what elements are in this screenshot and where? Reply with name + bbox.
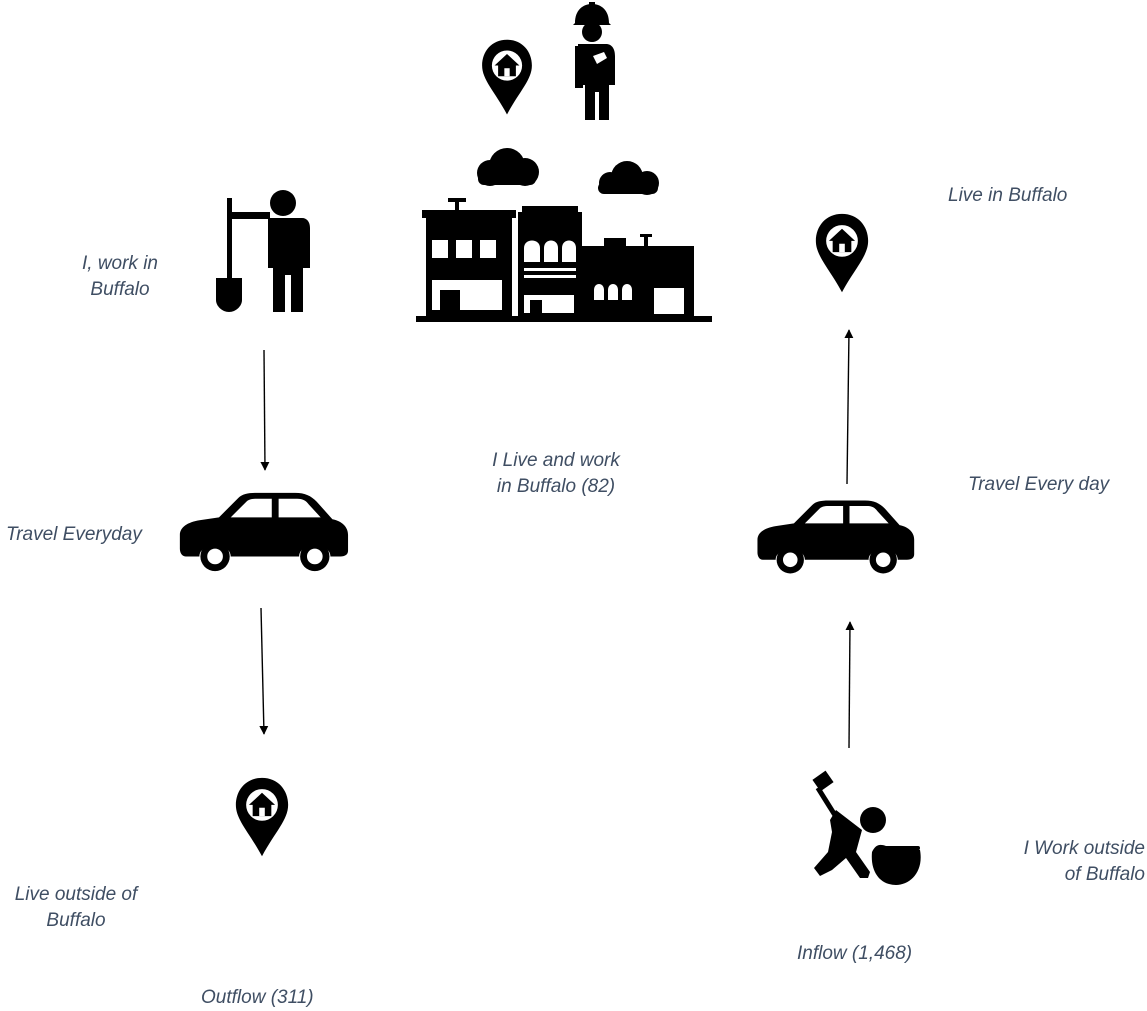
live-outside-line2: Buffalo [46,910,106,931]
work-outside-line1: I Work outside [1023,838,1145,859]
work-in-line2: Buffalo [90,279,150,299]
travel-everyday-label: Travel Everyday [6,524,142,545]
arrow-work-to-car [845,621,855,749]
hammer-worker-icon [812,770,921,885]
work-in-line1: I, work in [81,253,159,274]
shovel-worker-icon [216,190,310,312]
live-outside-label: Live outside of Buffalo [0,882,152,934]
work-outside-line2: of Buffalo [1064,864,1145,885]
arrow-car-to-home [259,607,269,735]
live-in-label: Live in Buffalo [948,185,1068,206]
live-and-work-label: I Live and work in Buffalo (82) [466,448,646,500]
live-and-work-line1: I Live and work [492,450,620,471]
work-in-label: I, work in Buffalo [40,251,200,299]
live-and-work-line2: in Buffalo (82) [496,476,616,497]
car-icon [179,492,349,572]
clouds-icon [477,148,659,195]
home-location-pin-icon [482,39,532,115]
construction-worker-icon [573,2,615,120]
car-icon [757,500,915,574]
live-outside-line1: Live outside of [14,884,138,905]
flow-arrows [259,329,855,749]
work-outside-label: I Work outside of Buffalo [985,836,1145,888]
arrow-car-to-live [844,329,854,485]
outflow-label: Outflow (311) [201,987,314,1008]
home-location-pin-icon [815,213,869,293]
arrow-work-to-car [260,349,270,471]
inflow-label: Inflow (1,468) [797,943,913,964]
city-buildings-icon [416,198,712,322]
home-location-pin-icon [235,777,289,857]
travel-every-day-label: Travel Every day [968,474,1110,495]
